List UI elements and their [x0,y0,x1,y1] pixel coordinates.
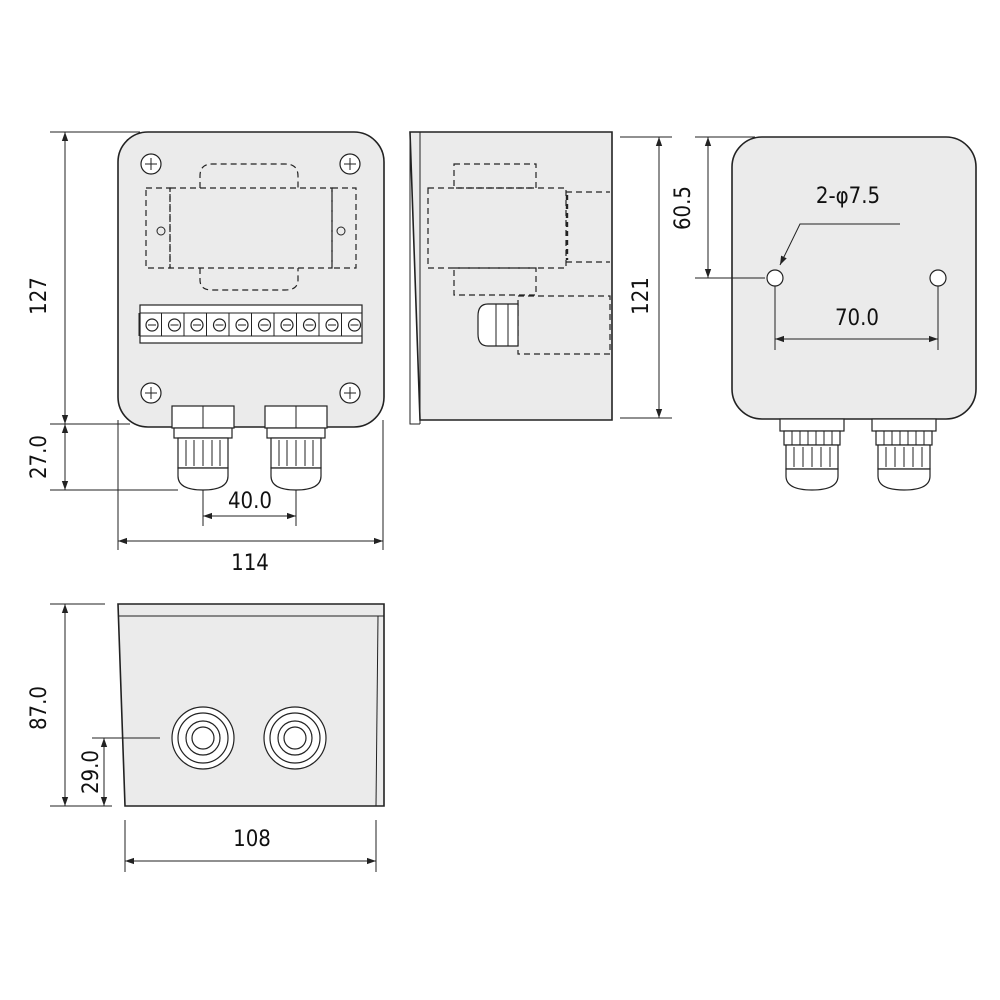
bottom-view: 87.0 29.0 108 [27,603,385,872]
dimension-front-height: 127 [27,131,140,425]
dim-bottom-width-label: 108 [233,827,271,852]
hole-callout-label: 2-φ7.5 [816,184,880,209]
dimension-bottom-width: 108 [124,820,377,872]
dimension-gland-spacing: 40.0 [202,489,297,526]
front-view: 127 27.0 40.0 114 [27,131,385,576]
dim-front-width-label: 114 [231,551,269,576]
dimension-side-height: 121 [620,136,672,419]
bottom-gland-left [171,706,235,770]
side-hidden-component [427,163,611,355]
front-hidden-component [145,163,357,291]
side-enclosure-body [409,131,613,421]
dim-side-height-label: 121 [629,277,654,315]
front-enclosure-body [117,131,385,428]
dim-gland-height-label: 27.0 [27,435,52,479]
hole-callout: 2-φ7.5 [779,184,900,266]
bottom-gland-right [263,706,327,770]
dim-hole-spacing-label: 70.0 [835,306,879,331]
front-cable-gland-right [264,405,328,491]
dim-gland-spacing-label: 40.0 [228,489,272,514]
mounting-hole-right [929,269,947,287]
side-cable-gland [477,303,519,347]
rear-cable-gland-left [779,418,845,491]
dimension-bottom-depth: 87.0 [27,603,112,807]
dimension-gland-height: 27.0 [27,424,178,491]
dimension-front-width: 114 [117,420,384,576]
dim-bottom-depth-label: 87.0 [27,686,52,730]
dimension-hole-spacing: 70.0 [774,286,939,350]
side-view: 121 [409,131,672,425]
front-corner-screw-icon [140,153,361,404]
dim-hole-offset-label: 60.5 [671,186,696,230]
bottom-enclosure-body [117,603,385,807]
rear-cable-gland-right [871,418,937,491]
front-cable-gland-left [171,405,235,491]
dim-bottom-gland-height-label: 29.0 [79,750,104,794]
dimension-bottom-gland-height: 29.0 [79,737,160,806]
dim-front-height-label: 127 [27,277,52,315]
dimension-hole-offset: 60.5 [671,136,765,279]
mounting-hole-left [766,269,784,287]
terminal-block [138,304,363,344]
rear-view: 2-φ7.5 60.5 70.0 [671,136,977,491]
